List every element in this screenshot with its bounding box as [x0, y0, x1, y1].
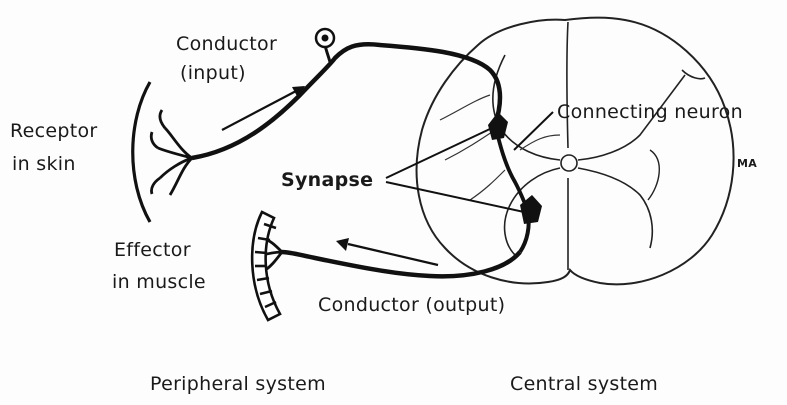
peripheral-system-label: Peripheral system: [150, 375, 326, 394]
skin-surface: [133, 82, 150, 222]
receptor-label: Receptor: [10, 122, 98, 141]
central-canal: [561, 155, 577, 171]
ventral-horn-right: [648, 150, 659, 200]
effector-muscle: [252, 212, 280, 320]
connecting-neuron-pointer: [514, 112, 553, 150]
receptor-sublabel: in skin: [12, 155, 76, 174]
marginal-mark: MA: [737, 158, 757, 169]
output-arrow-line: [348, 244, 438, 265]
synapse-pointer-lower: [386, 182, 524, 212]
effector-sublabel: in muscle: [112, 273, 206, 292]
cell-body-nucleus: [322, 35, 329, 42]
effector-label: Effector: [114, 241, 191, 260]
output-arrow-head: [336, 238, 349, 251]
central-system-label: Central system: [510, 375, 658, 394]
synapse-label: Synapse: [281, 171, 373, 190]
synapse-pointer-upper: [386, 128, 492, 178]
synapse-upper: [488, 112, 508, 140]
conductor-output-label: Conductor (output): [318, 296, 505, 315]
conductor-input-label: Conductor: [176, 35, 277, 54]
receptor-endings: [151, 110, 192, 195]
conductor-input-sublabel: (input): [180, 64, 246, 83]
median-septum-dorsal: [567, 22, 568, 148]
connecting-neuron-label: Connecting neuron: [557, 103, 743, 122]
dorsal-horn-right: [682, 70, 705, 79]
